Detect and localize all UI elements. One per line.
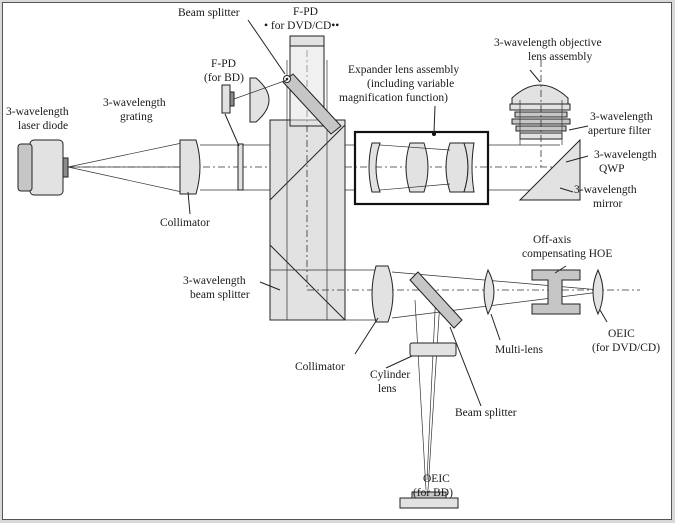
label-expander-line3: magnification function) xyxy=(339,92,448,104)
beam-splitter-bottom xyxy=(409,271,463,329)
label-qwp-line1: 3-wavelength xyxy=(594,149,657,161)
label-beam-splitter-mid-line2: beam splitter xyxy=(190,289,250,301)
objective-lens-assembly xyxy=(509,84,571,140)
label-collimator-top: Collimator xyxy=(160,217,210,229)
label-hoe-line1: Off-axis xyxy=(533,234,572,246)
return-beam-rays xyxy=(270,269,640,491)
label-oeic-dvd-line2: (for DVD/CD) xyxy=(592,342,660,354)
label-fpd-dvd-line1: F-PD xyxy=(293,6,318,18)
label-oeic-bd-line2: (for BD) xyxy=(413,487,453,499)
label-laser-line2: laser diode xyxy=(18,120,68,132)
label-beam-splitter-bottom: Beam splitter xyxy=(455,407,517,419)
collimator-bottom-lens xyxy=(371,265,394,323)
label-expander-line1: Expander lens assembly xyxy=(348,64,459,76)
label-laser-line1: 3-wavelength xyxy=(6,106,69,118)
label-fpd-bd-line1: F-PD xyxy=(211,58,236,70)
leader-lines xyxy=(187,19,608,407)
label-mirror-line1: 3-wavelength xyxy=(574,184,637,196)
label-objective-line1: 3-wavelength objective xyxy=(494,37,602,49)
label-fpd-dvd-line2: • for DVD/CD•• xyxy=(264,20,339,32)
off-axis-hoe xyxy=(531,269,581,315)
label-aperture-line2: aperture filter xyxy=(588,125,651,137)
fpd-bd xyxy=(221,77,288,123)
label-oeic-bd-line1: OEIC xyxy=(423,473,450,485)
label-oeic-dvd-line1: OEIC xyxy=(608,328,635,340)
label-collimator-bottom: Collimator xyxy=(295,361,345,373)
multi-lens xyxy=(483,268,495,316)
label-beam-splitter-mid-line1: 3-wavelength xyxy=(183,275,246,287)
expander-lens-assembly xyxy=(353,130,490,206)
collimator-top-lens xyxy=(179,139,201,195)
labels: Beam splitter F-PD • for DVD/CD•• F-PD (… xyxy=(6,6,660,499)
three-wavelength-mirror xyxy=(518,60,581,201)
label-grating-line2: grating xyxy=(120,111,153,123)
label-cylinder-line1: Cylinder xyxy=(370,369,410,381)
laser-diode xyxy=(17,139,69,196)
grating xyxy=(237,143,244,191)
label-qwp-line2: QWP xyxy=(599,163,625,175)
label-mirror-line2: mirror xyxy=(593,198,623,210)
cylinder-lens xyxy=(409,342,457,357)
label-cylinder-line2: lens xyxy=(378,383,397,395)
label-beam-splitter-top: Beam splitter xyxy=(178,7,240,19)
label-objective-line2: lens assembly xyxy=(528,51,592,63)
label-multi-lens: Multi-lens xyxy=(495,344,543,356)
label-fpd-bd-line2: (for BD) xyxy=(204,72,244,84)
label-expander-line2: (including variable xyxy=(367,78,454,90)
label-grating-line1: 3-wavelength xyxy=(103,97,166,109)
beam-splitter-top xyxy=(282,73,342,135)
label-hoe-line2: compensating HOE xyxy=(522,248,612,260)
label-aperture-line1: 3-wavelength xyxy=(590,111,653,123)
oeic-bd xyxy=(399,491,459,509)
oeic-dvd-cd xyxy=(592,268,604,316)
